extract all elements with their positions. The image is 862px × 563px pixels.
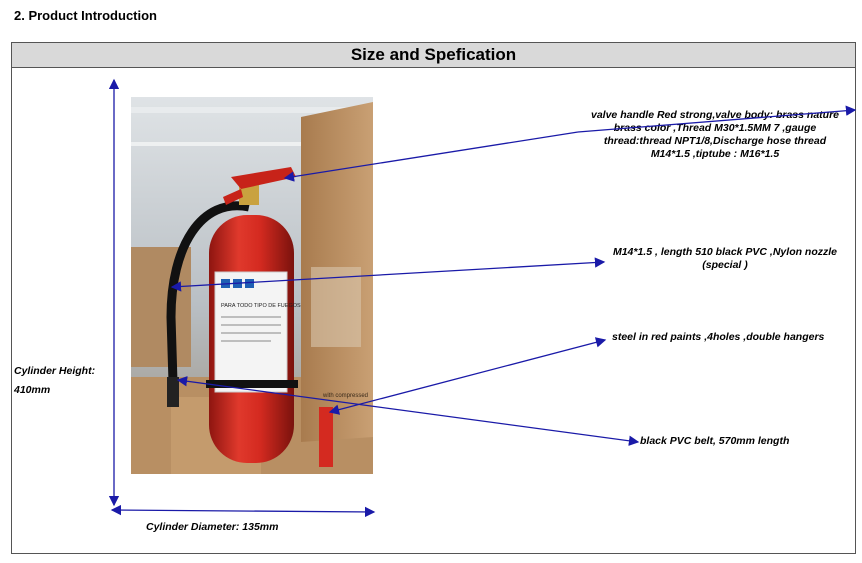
product-photo: with compressed PARA TODO TIPO DE FUEGOS xyxy=(131,97,373,474)
hose-callout: M14*1.5 , length 510 black PVC ,Nylon no… xyxy=(590,246,860,272)
height-label-title: Cylinder Height: xyxy=(14,365,96,377)
belt-callout: black PVC belt, 570mm length xyxy=(640,435,790,447)
valve-callout-line: valve handle Red strong,valve body: bras… xyxy=(591,109,839,121)
label-print: PARA TODO TIPO DE FUEGOS xyxy=(221,303,301,309)
hose-callout-line: (special ) xyxy=(702,259,748,271)
valve-callout-line: M14*1.5 ,tiptube : M16*1.5 xyxy=(650,148,780,160)
section-title: 2. Product Introduction xyxy=(14,8,157,23)
height-label: Cylinder Height: 410mm xyxy=(14,365,95,397)
diameter-label: Cylinder Diameter: 135mm xyxy=(146,521,279,533)
height-label-value: 410mm xyxy=(14,384,51,396)
valve-callout-line: brass color ,Thread M30*1.5MM 7 ,gauge xyxy=(613,122,817,134)
valve-callout-line: thread:thread NPT1/8,Discharge hose thre… xyxy=(603,135,827,147)
cylinder-callout: steel in red paints ,4holes ,double hang… xyxy=(612,331,825,343)
box-print: with compressed xyxy=(322,393,368,399)
fire-extinguisher-illustration: with compressed PARA TODO TIPO DE FUEGOS xyxy=(131,97,373,474)
hose-callout-line: M14*1.5 , length 510 black PVC ,Nylon no… xyxy=(612,246,838,258)
table-header: Size and Spefication xyxy=(12,43,855,68)
spec-frame: Size and Spefication xyxy=(11,42,856,554)
valve-callout: valve handle Red strong,valve body: bras… xyxy=(570,109,860,161)
